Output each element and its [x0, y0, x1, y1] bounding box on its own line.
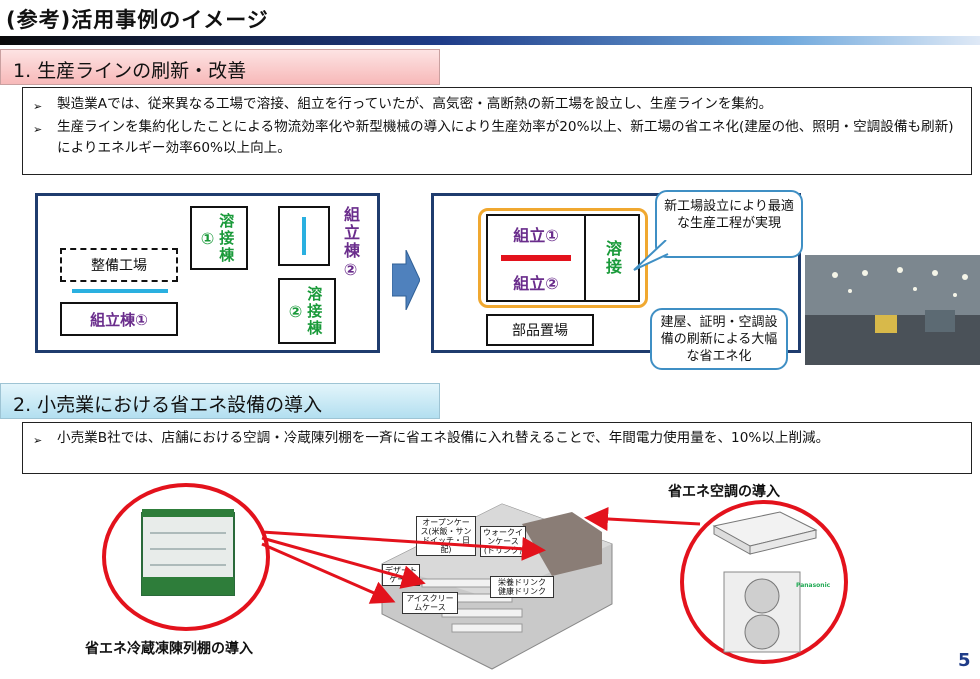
fridge-highlight-circle: [102, 483, 270, 631]
assembly-2-label: 組立②: [513, 273, 559, 293]
callout-pointer-icon: [633, 240, 669, 271]
bullet-arrow-icon: ➢: [33, 100, 43, 113]
right-arrow-icon: [392, 250, 420, 310]
welding-building-2-label: 溶接棟: [305, 285, 324, 337]
aircon-unit-icon: [712, 511, 818, 653]
welding-area-label: 溶接: [603, 240, 622, 276]
red-line-marker: [501, 257, 571, 262]
bullet-item: ➢ 製造業Aでは、従来異なる工場で溶接、組立を行っていたが、高気密・高断熱の新工場…: [33, 94, 963, 117]
store-layout-illustration: オープンケース(米飯・サンドイッチ・日配) ウォークインケース(ドリンク) デザ…: [372, 484, 622, 674]
bullet-item: ➢ 小売業B社では、店舗における空調・冷蔵陳列棚を一斉に省エネ設備に入れ替えること…: [33, 428, 963, 451]
caption-fridge: 省エネ冷蔵凍陳列棚の導入: [85, 641, 253, 657]
bullet-text: 小売業B社では、店舗における空調・冷蔵陳列棚を一斉に省エネ設備に入れ替えることで…: [57, 430, 830, 446]
display-fridge-icon: [141, 509, 235, 596]
blue-line-marker: [302, 217, 306, 255]
aircon-highlight-circle: Panasonic: [680, 500, 848, 664]
red-line-marker: [501, 254, 571, 259]
before-factory-diagram: 整備工場 組立棟① ① 溶接棟 組立棟② ② 溶接棟: [35, 193, 380, 353]
factory-interior-photo: [805, 255, 980, 365]
section2-heading: 2. 小売業における省エネ設備の導入: [0, 383, 440, 419]
assembly-building-2-box: [278, 206, 330, 266]
section1-heading: 1. 生産ラインの刷新・改善: [0, 49, 440, 85]
factory-photo-graphic: [805, 255, 980, 365]
title-underline-bar: [0, 36, 980, 45]
assembly-building-1: 組立棟①: [60, 302, 178, 336]
assembly-area: 組立① 組立②: [486, 214, 586, 302]
welding-building-2-number: ②: [288, 301, 303, 321]
assembly-1-label: 組立①: [513, 226, 559, 245]
bullet-text: 生産ラインを集約化したことによる物流効率化や新型機械の導入により生産効率が20%…: [57, 119, 954, 156]
welding-building-1-number: ①: [200, 228, 215, 248]
section1-bullet-box: ➢ 製造業Aでは、従来異なる工場で溶接、組立を行っていたが、高気密・高断熱の新工場…: [22, 87, 972, 175]
welding-area: 溶接: [584, 214, 640, 302]
aircon-brand-logo: Panasonic: [796, 582, 831, 589]
page-title: (参考)活用事例のイメージ: [6, 8, 269, 32]
label-dessert-case: デザートケース: [382, 564, 420, 586]
welding-building-1: ① 溶接棟: [190, 206, 248, 270]
blue-line-marker: [72, 289, 168, 293]
welding-building-1-label: 溶接棟: [217, 212, 236, 264]
maintenance-plant: 整備工場: [60, 248, 178, 282]
bullet-arrow-icon: ➢: [33, 123, 43, 136]
assembly-building-2-label: 組立棟②: [341, 206, 360, 281]
bullet-text: 製造業Aでは、従来異なる工場で溶接、組立を行っていたが、高気密・高断熱の新工場を…: [57, 96, 773, 112]
page-number: 5: [958, 650, 971, 671]
bullet-item: ➢ 生産ラインを集約化したことによる物流効率化や新型機械の導入により生産効率が20…: [33, 117, 963, 159]
parts-storage: 部品置場: [486, 314, 594, 346]
callout-new-factory: 新工場設立により最適な生産工程が実現: [655, 190, 803, 258]
caption-aircon: 省エネ空調の導入: [668, 484, 780, 500]
label-icecream-case: アイスクリームケース: [402, 592, 458, 614]
welding-building-2: ② 溶接棟: [278, 278, 336, 344]
bullet-arrow-icon: ➢: [33, 434, 43, 447]
callout-energy-saving: 建屋、証明・空調設備の刷新による大幅な省エネ化: [650, 308, 788, 370]
label-energy-drink: 栄養ドリンク 健康ドリンク: [490, 576, 554, 598]
label-walkin-case: ウォークインケース(ドリンク): [480, 526, 526, 557]
label-open-case: オープンケース(米飯・サンドイッチ・日配): [416, 516, 476, 556]
section2-bullet-box: ➢ 小売業B社では、店舗における空調・冷蔵陳列棚を一斉に省エネ設備に入れ替えること…: [22, 422, 972, 474]
